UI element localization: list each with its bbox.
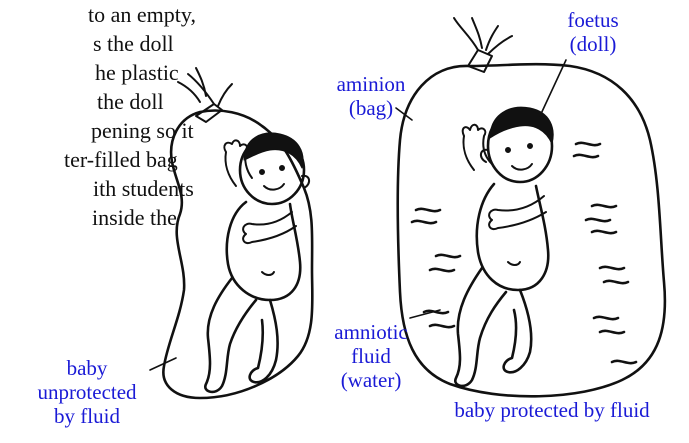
water-ripples: [412, 143, 636, 363]
foetus-label-line: foetus: [556, 8, 630, 32]
amniotic-label: amniotic fluid (water): [326, 320, 416, 392]
amniotic-label-line: amniotic: [326, 320, 416, 344]
aminion-label: aminion (bag): [326, 72, 416, 120]
protected-baby-drawing: [398, 18, 665, 396]
foetus-leader: [540, 60, 566, 116]
unprotected-label-line: unprotected: [20, 380, 154, 404]
amniotic-label-line: fluid: [326, 344, 416, 368]
aminion-label-line: aminion: [326, 72, 416, 96]
unprotected-baby-drawing: [163, 68, 312, 398]
unprotected-label: baby unprotected by fluid: [20, 356, 154, 428]
foetus-label: foetus (doll): [556, 8, 630, 56]
aminion-label-line: (bag): [326, 96, 416, 120]
unprotected-label-line: by fluid: [20, 404, 154, 428]
unprotected-label-line: baby: [20, 356, 154, 380]
amniotic-label-line: (water): [326, 368, 416, 392]
protected-label: baby protected by fluid: [422, 398, 682, 422]
foetus-label-line: (doll): [556, 32, 630, 56]
